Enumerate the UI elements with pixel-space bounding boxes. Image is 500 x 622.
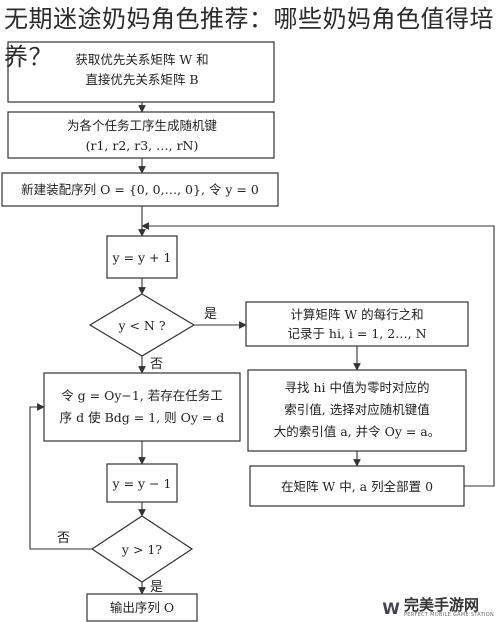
node-random-keys-line2: (r1, r2, r3, …, rN) [86,138,199,153]
decision-y-greater-1-text: y > 1? [121,542,162,557]
node-random-keys [7,111,275,159]
decision-y-less-n-text: y < N ? [117,318,165,333]
node-get-matrices-line2: 直接优先关系矩阵 B [85,72,198,87]
edge-label-no-1: 否 [150,357,163,372]
node-y-plus-1 [106,235,178,279]
node-find-index-line3: 大的索引值 a, 并令 Oy = a。 [274,424,441,439]
edge-label-yes-2: 是 [150,580,163,595]
node-get-matrices-line1: 获取优先关系矩阵 W 和 [75,52,208,67]
logo-subtitle: PERFECT MOBILE GAME STATION [403,612,494,618]
node-new-sequence [1,172,279,207]
node-assign-order [43,372,241,442]
node-row-sums-line1: 计算矩阵 W 的每行之和 [290,307,423,322]
node-random-keys-line1: 为各个任务工序生成随机键 [67,118,218,133]
node-row-sums-line2: 记录于 hi, i = 1, 2…, N [287,326,426,341]
node-assign-order-line1: 令 g = Oy−1, 若存在任务工 [61,388,223,403]
edge-n8-n6 [29,403,92,550]
edges [29,102,495,595]
node-output-sequence [86,593,198,622]
node-find-index-line1: 寻找 hi 中值为零时对应的 [285,380,430,395]
node-y-minus-1-text: y = y − 1 [112,476,172,491]
node-y-minus-1 [106,463,178,503]
edge-r3-n4 [141,222,495,487]
node-row-sums [245,301,469,347]
edge-label-yes-1: 是 [204,307,217,322]
site-logo: W 完美手游网 PERFECT MOBILE GAME STATION [382,596,494,619]
edge-label-no-2: 否 [57,531,70,546]
decision-y-less-n [88,293,196,357]
article-title: 无期迷途奶妈角色推荐：哪些奶妈角色值得培养？ [4,5,494,71]
node-zero-column-text: 在矩阵 W 中, a 列全部置 0 [281,479,433,494]
node-get-matrices [7,41,275,103]
node-output-sequence-text: 输出序列 O [110,600,174,615]
node-assign-order-line2: 序 d 使 Bdg = 1, 则 Oy = d [60,410,225,425]
node-find-index [247,369,467,452]
logo-mark-icon: W [382,598,400,618]
node-find-index-line2: 索引值, 选择对应随机键值 [284,402,429,417]
node-new-sequence-text: 新建装配序列 O = {0, 0,…, 0}, 令 y = 0 [21,182,259,197]
logo-name: 完美手游网 [403,596,479,614]
node-y-plus-1-text: y = y + 1 [112,250,172,265]
decision-y-greater-1 [90,515,194,583]
node-zero-column [249,465,465,507]
